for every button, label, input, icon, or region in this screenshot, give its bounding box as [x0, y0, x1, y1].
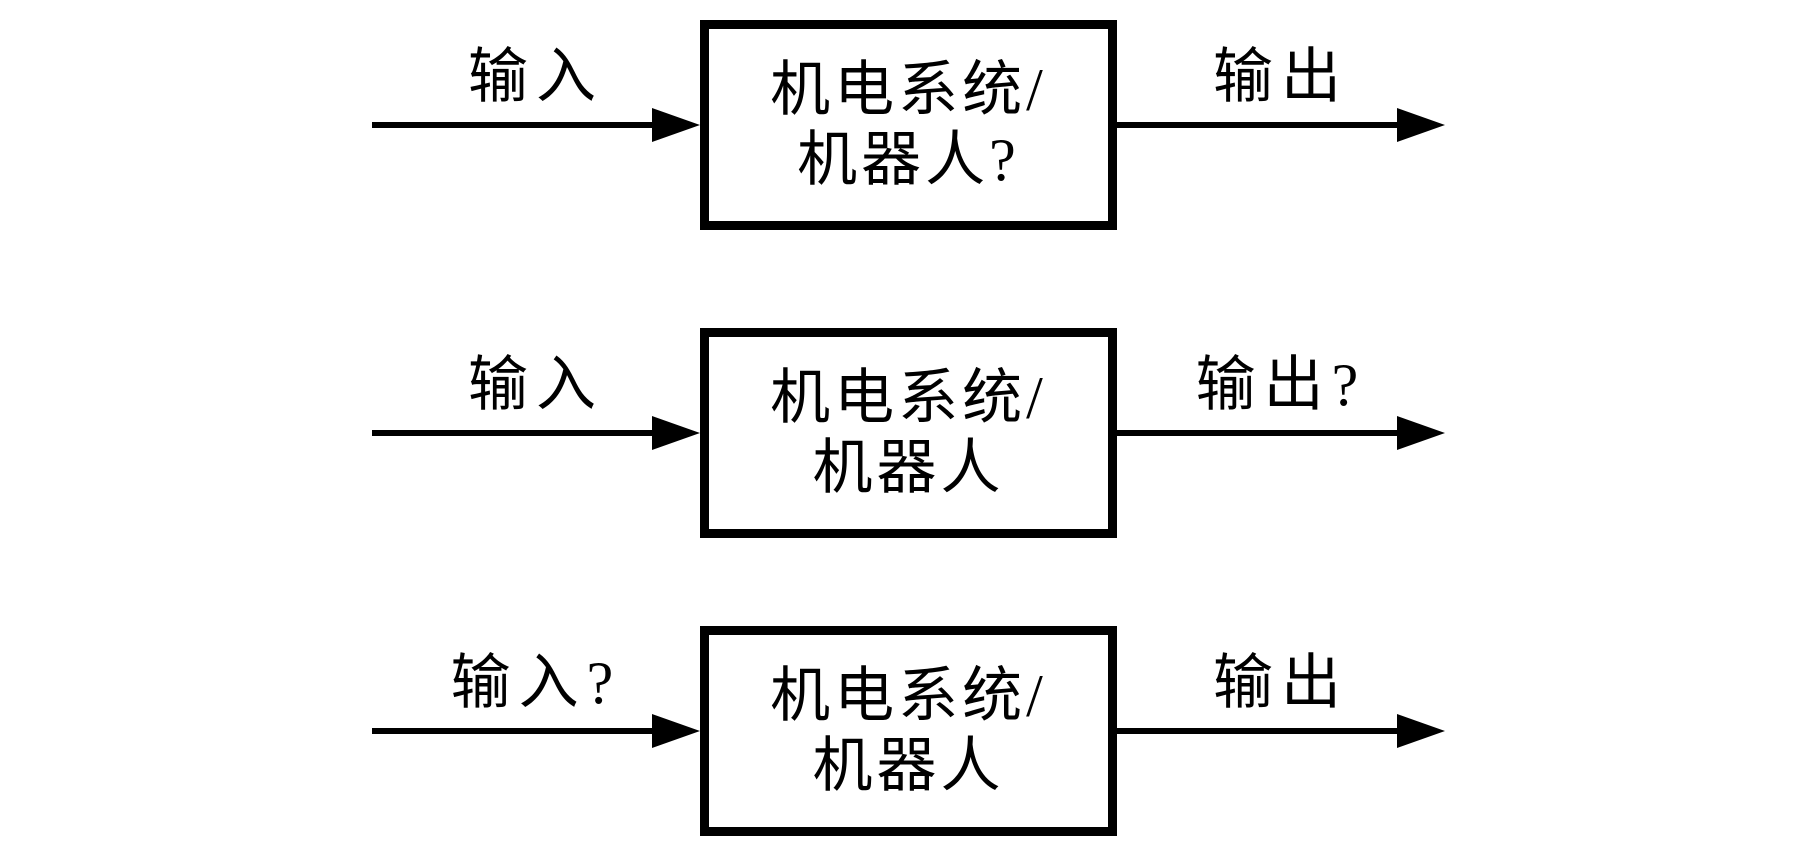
output-arrowhead-icon — [1397, 714, 1445, 748]
output-label: 输出 — [1213, 650, 1349, 716]
system-box: 机电系统/ 机器人? — [700, 20, 1117, 230]
input-label: 输入 — [468, 44, 604, 110]
input-arrow-line — [372, 430, 656, 436]
output-arrow-line — [1117, 430, 1401, 436]
output-label: 输出? — [1195, 352, 1367, 418]
input-arrow-line — [372, 122, 656, 128]
output-label: 输出 — [1213, 44, 1349, 110]
input-label: 输入? — [450, 650, 622, 716]
input-label: 输入 — [468, 352, 604, 418]
input-arrowhead-icon — [652, 714, 700, 748]
system-box-label-line2: 机器人 — [812, 733, 1005, 799]
input-arrowhead-icon — [652, 416, 700, 450]
diagram-row-3: 输入? 机电系统/ 机器人 输出 — [0, 626, 1819, 836]
system-box-label-line1: 机电系统/ — [770, 365, 1047, 431]
output-arrow-line — [1117, 728, 1401, 734]
diagram-row-2: 输入 机电系统/ 机器人 输出? — [0, 328, 1819, 538]
system-box-label-line1: 机电系统/ — [770, 57, 1047, 123]
input-arrow-line — [372, 728, 656, 734]
system-box: 机电系统/ 机器人 — [700, 328, 1117, 538]
system-box-label-line2: 机器人 — [812, 435, 1005, 501]
output-arrow-line — [1117, 122, 1401, 128]
system-box-label-line1: 机电系统/ — [770, 663, 1047, 729]
diagram-row-1: 输入 机电系统/ 机器人? 输出 — [0, 20, 1819, 230]
output-arrowhead-icon — [1397, 416, 1445, 450]
system-box: 机电系统/ 机器人 — [700, 626, 1117, 836]
output-arrowhead-icon — [1397, 108, 1445, 142]
system-box-label-line2: 机器人? — [797, 127, 1020, 193]
input-arrowhead-icon — [652, 108, 700, 142]
